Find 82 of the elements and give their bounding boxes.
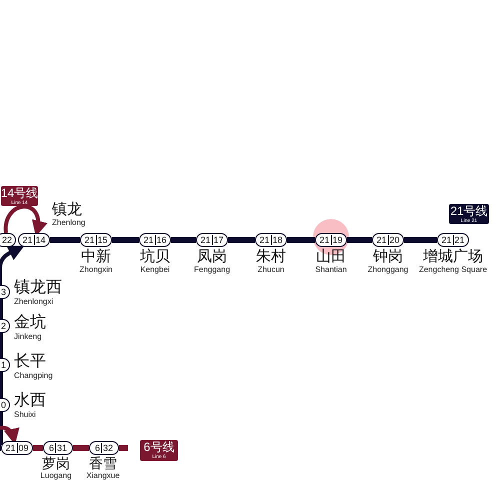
station-marker bbox=[255, 233, 287, 247]
station-code: 21 bbox=[4, 443, 16, 453]
station-name: 萝岗 bbox=[42, 455, 70, 471]
station-name-pinyin: Shantian bbox=[315, 265, 347, 274]
station-name-pinyin: Zhongxin bbox=[80, 265, 112, 274]
station-name-pinyin: Zhenlongxi bbox=[14, 297, 54, 306]
station-code: 21 bbox=[440, 235, 452, 245]
station-marker bbox=[437, 233, 469, 247]
station-code: 22 bbox=[0, 235, 13, 245]
station-name-pinyin: Jinkeng bbox=[14, 332, 42, 341]
station-name-pinyin: Xiangxue bbox=[86, 471, 120, 480]
line-segment bbox=[404, 237, 437, 243]
station-name: 中新 bbox=[81, 248, 111, 265]
station-code: 14 bbox=[34, 235, 47, 245]
station-marker bbox=[372, 233, 404, 247]
station-code: 2 bbox=[0, 321, 7, 331]
line-segment bbox=[287, 237, 315, 243]
station-name-pinyin: Shuixi bbox=[14, 410, 36, 419]
station-marker bbox=[18, 233, 50, 247]
station-marker bbox=[196, 233, 228, 247]
station-name-pinyin: Changping bbox=[14, 371, 53, 380]
station-marker bbox=[89, 441, 119, 455]
station-code: 20 bbox=[388, 235, 401, 245]
line-segment bbox=[347, 237, 372, 243]
line-segment bbox=[119, 445, 128, 451]
station-name-pinyin: Fenggang bbox=[194, 265, 230, 274]
line-segment bbox=[228, 237, 255, 243]
station-code: 6 bbox=[48, 443, 55, 453]
line-segment bbox=[0, 299, 3, 319]
station-code: 21 bbox=[375, 235, 388, 245]
station-name: 香雪 bbox=[89, 455, 117, 471]
station-name-pinyin: Kengbei bbox=[140, 265, 170, 274]
line-segment bbox=[0, 412, 4, 450]
station-marker bbox=[80, 233, 112, 247]
station-marker bbox=[43, 441, 73, 455]
station-name: 金坑 bbox=[14, 314, 46, 332]
station-marker bbox=[0, 233, 16, 247]
station-name: 凤岗 bbox=[197, 248, 227, 265]
station-marker bbox=[1, 441, 33, 455]
station-name: 钟岗 bbox=[373, 248, 403, 265]
line-segment bbox=[112, 237, 139, 243]
line-segment bbox=[33, 445, 43, 451]
station-name-pinyin: Luogang bbox=[40, 471, 72, 480]
station-code: 21 bbox=[83, 235, 96, 245]
station-code: 1 bbox=[0, 360, 7, 370]
station-name: 镇龙 bbox=[52, 201, 82, 218]
station-code: 0 bbox=[0, 400, 7, 410]
station-code: 32 bbox=[101, 443, 114, 453]
line-segment bbox=[73, 445, 89, 451]
station-code: 3 bbox=[0, 287, 7, 297]
station-name: 长平 bbox=[14, 353, 46, 371]
line-segment bbox=[50, 237, 80, 243]
station-code: 21 bbox=[318, 235, 330, 245]
station-code: 21 bbox=[452, 235, 466, 245]
station-name-pinyin: Zhonggang bbox=[368, 265, 408, 274]
station-marker bbox=[139, 233, 171, 247]
station-name: 镇龙西 bbox=[14, 279, 62, 297]
station-name: 增城广场 bbox=[423, 248, 483, 265]
line-segment bbox=[171, 237, 196, 243]
station-code: 21 bbox=[21, 235, 34, 245]
station-name-pinyin: Zengcheng Square bbox=[418, 265, 488, 274]
station-code: 31 bbox=[55, 443, 68, 453]
arrow bbox=[0, 246, 24, 285]
station-code: 15 bbox=[96, 235, 109, 245]
station-name-pinyin: Zhucun bbox=[258, 265, 284, 274]
station-name: 朱村 bbox=[256, 248, 286, 265]
station-marker bbox=[315, 233, 347, 247]
station-code: 21 bbox=[258, 235, 270, 245]
station-code: 09 bbox=[16, 443, 30, 453]
station-name: 坑贝 bbox=[140, 248, 170, 265]
station-code: 19 bbox=[330, 235, 344, 245]
station-code: 21 bbox=[142, 235, 154, 245]
station-code: 18 bbox=[270, 235, 284, 245]
station-name: 山田 bbox=[316, 248, 346, 265]
station-name: 水西 bbox=[14, 392, 46, 410]
station-code: 6 bbox=[94, 443, 101, 453]
line-segment bbox=[0, 372, 3, 398]
station-code: 17 bbox=[212, 235, 225, 245]
station-code: 21 bbox=[199, 235, 212, 245]
line-segment bbox=[0, 333, 3, 358]
station-name-pinyin: Zhenlong bbox=[52, 218, 86, 227]
station-code: 16 bbox=[154, 235, 168, 245]
